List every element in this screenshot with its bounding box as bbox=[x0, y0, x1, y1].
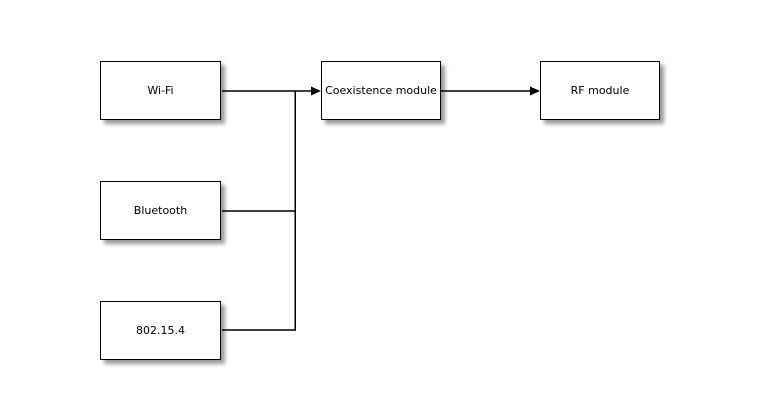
node-rf-module-label: RF module bbox=[570, 84, 630, 97]
node-coexistence-module-label: Coexistence module bbox=[325, 84, 437, 97]
node-coexistence-module: Coexistence module bbox=[321, 61, 441, 120]
node-bluetooth-label: Bluetooth bbox=[133, 204, 188, 217]
arrowhead-into-rf bbox=[530, 86, 540, 96]
arrowhead-into-coexistence bbox=[311, 86, 321, 96]
node-rf-module: RF module bbox=[540, 61, 660, 120]
node-802-15-4: 802.15.4 bbox=[100, 301, 221, 360]
node-802-15-4-label: 802.15.4 bbox=[136, 324, 185, 337]
node-wifi: Wi-Fi bbox=[100, 61, 221, 120]
node-wifi-label: Wi-Fi bbox=[147, 84, 174, 97]
node-bluetooth: Bluetooth bbox=[100, 181, 221, 240]
